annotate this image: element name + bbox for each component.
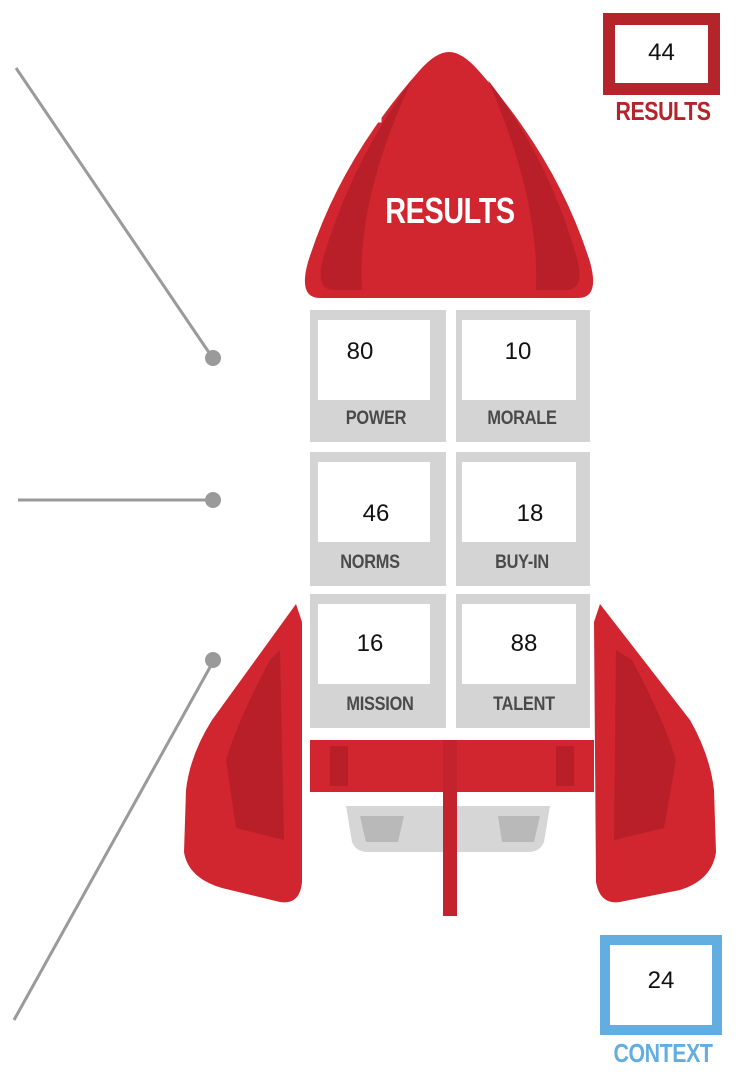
- morale-value: 10: [504, 338, 532, 365]
- buy-in-label: BUY-IN: [495, 552, 549, 573]
- mission-value: 16: [356, 630, 384, 657]
- right-fin: [594, 604, 716, 903]
- pointer-dot-bottom: [205, 652, 221, 668]
- context-score-box: 24: [610, 945, 712, 1025]
- pointer-dot-top: [205, 350, 221, 366]
- nose-label: RESULTS: [385, 190, 515, 231]
- results-score-label: RESULTS: [615, 96, 711, 126]
- nose-cone: [304, 52, 594, 298]
- pointer-lines: [12, 67, 216, 1021]
- mission-label: MISSION: [346, 694, 414, 715]
- norms-label: NORMS: [340, 552, 400, 573]
- pointer-line-bottom: [12, 659, 216, 1021]
- buy-in-value: 18: [516, 500, 544, 527]
- talent-value: 88: [510, 630, 538, 657]
- norms-value: 46: [362, 500, 390, 527]
- left-fin: [184, 604, 302, 903]
- body-panels: [310, 310, 590, 728]
- pointer-dot-middle: [205, 492, 221, 508]
- context-score-label: CONTEXT: [613, 1038, 713, 1068]
- power-label: POWER: [345, 408, 407, 429]
- morale-label: MORALE: [487, 408, 557, 429]
- context-score-value: 24: [647, 967, 675, 994]
- talent-label: TALENT: [493, 694, 555, 715]
- center-stick: [443, 740, 457, 916]
- power-value: 80: [346, 338, 374, 365]
- results-score-box: 44: [615, 25, 708, 83]
- results-score-value: 44: [648, 39, 675, 66]
- pointer-line-top: [14, 67, 214, 358]
